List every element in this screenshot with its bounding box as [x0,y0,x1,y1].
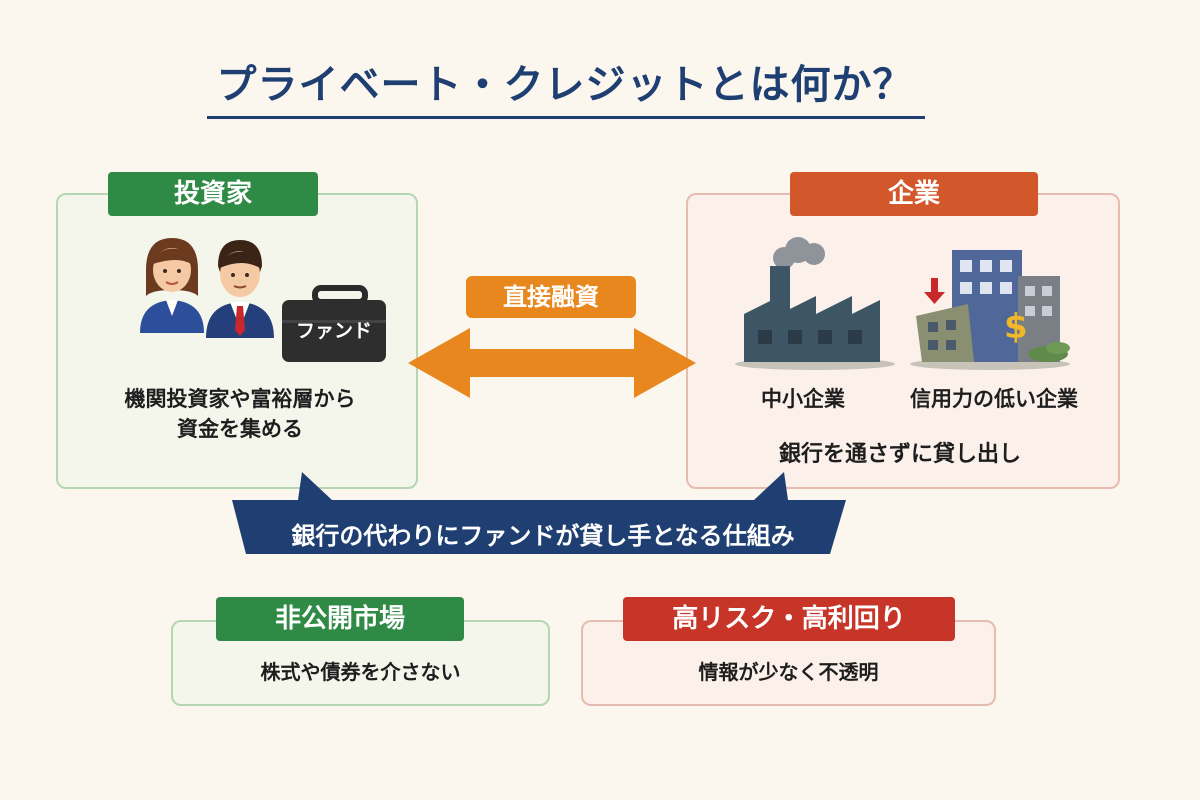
svg-text:$: $ [1004,307,1028,347]
page-title: プライベート・クレジットとは何か？ [216,62,914,108]
company-label: 企業 [790,172,1038,216]
factory-icon [735,237,895,370]
direct-lending-arrow [408,328,696,398]
buildings-icon [910,250,1070,370]
fund-label: ファンド [295,320,372,342]
banner-ribbon [232,472,846,554]
private-market-label: 非公開市場 [216,597,464,641]
down-arrow-icon [924,278,945,304]
money-pile-icon [1028,342,1070,362]
banner-text: 銀行の代わりにファンドが貸し手となる仕組み [291,522,795,550]
private-market-description: 株式や債券を介さない [260,660,461,684]
investor-label: 投資家 [108,172,318,216]
high-risk-label: 高リスク・高利回り [623,597,955,641]
investor-illustration [140,238,386,362]
direct-lending-label: 直接融資 [466,276,636,318]
company-description: 銀行を通さずに貸し出し [778,442,1021,467]
dollar-icon: $ [1004,307,1028,347]
low-credit-label: 信用力の低い企業 [910,387,1078,411]
investor-description-1: 機関投資家や富裕層から [124,387,356,411]
company-illustration: $ [735,237,1070,370]
investor-woman-icon [140,238,204,333]
investor-man-icon [206,240,274,338]
title-underline [207,116,925,119]
sme-label: 中小企業 [761,387,845,411]
briefcase-icon [282,285,386,362]
high-risk-description: 情報が少なく不透明 [698,660,879,684]
investor-description-2: 資金を集める [177,417,303,441]
